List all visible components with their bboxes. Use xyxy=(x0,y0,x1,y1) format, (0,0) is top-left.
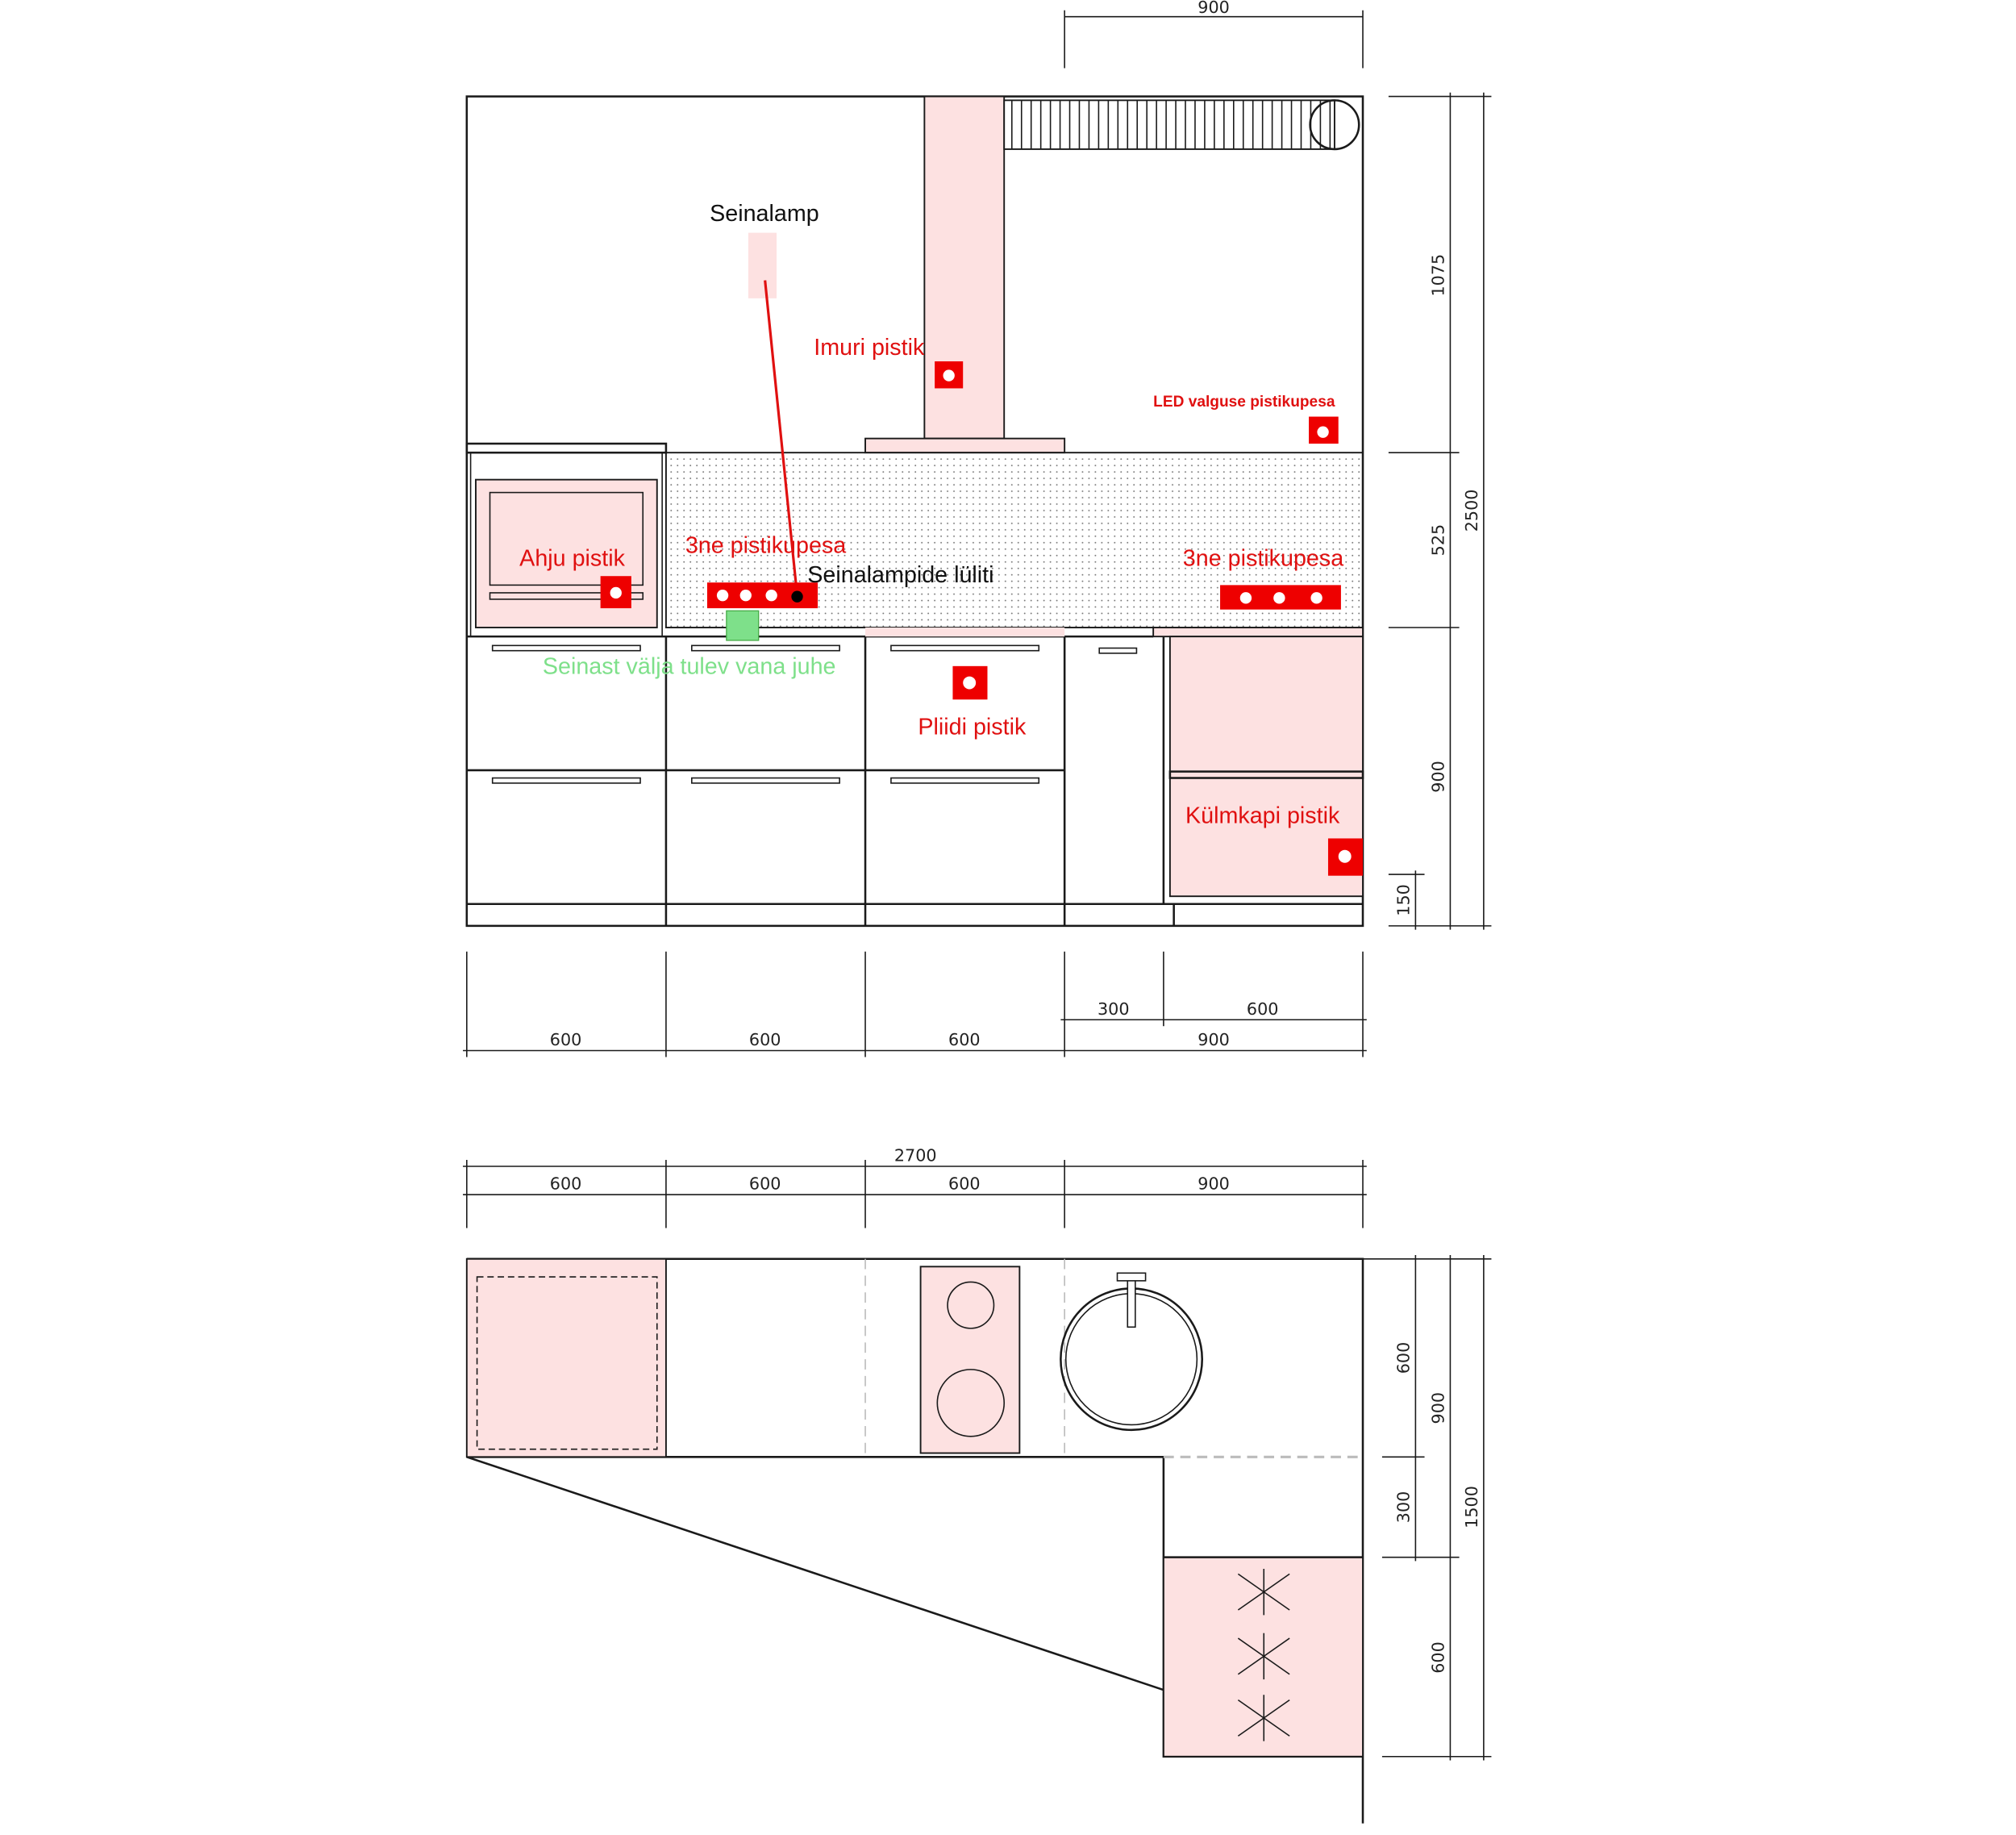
wall-lamp xyxy=(748,232,777,298)
led-socket xyxy=(1309,416,1339,444)
dim-bottom-2: 600 xyxy=(749,1030,781,1049)
plan-dim-2: 600 xyxy=(749,1174,781,1194)
drawer-handles xyxy=(491,644,1138,784)
plan-dim-right-lower: 600 xyxy=(1428,1641,1447,1674)
triple-socket-right-label: 3ne pistikupesa xyxy=(1183,545,1343,571)
lamp-switch-icon xyxy=(791,590,803,603)
dim-right-plinth: 150 xyxy=(1393,884,1413,916)
elevation-dimensions: 900 1075 525 900 2500 150 600 600 600 90… xyxy=(463,0,1492,1057)
triple-socket-left-label: 3ne pistikupesa xyxy=(685,533,846,559)
dim-top: 900 xyxy=(1198,0,1230,17)
led-socket-label: LED valguse pistikupesa xyxy=(1153,394,1335,411)
oven-socket-label: Ahju pistik xyxy=(519,545,625,571)
oven-window xyxy=(489,491,644,586)
plan-fridge xyxy=(1162,1556,1364,1758)
dim-bottom-3: 600 xyxy=(948,1030,981,1049)
plan-dim-3: 600 xyxy=(948,1174,981,1194)
hob xyxy=(919,1266,1021,1454)
lamp-switch-label: Seinalampide lüliti xyxy=(807,562,993,588)
plan-dim-right-total: 1500 xyxy=(1462,1486,1481,1528)
plan-dim-right-total-upper: 900 xyxy=(1428,1392,1447,1424)
dim-right-base: 900 xyxy=(1428,761,1447,793)
dim-bottom-sub-1: 300 xyxy=(1098,999,1130,1019)
duct-outlet xyxy=(1309,99,1360,151)
fridge-socket xyxy=(1327,838,1364,876)
plan-dim-right-gap: 300 xyxy=(1393,1491,1413,1524)
dim-right-total: 2500 xyxy=(1462,490,1481,532)
sink xyxy=(1060,1272,1204,1432)
elevation-view: Seinalamp Imuri pistik LED valguse pisti… xyxy=(465,95,1364,928)
vacuum-socket-label: Imuri pistik xyxy=(814,335,925,361)
duct-hatch xyxy=(1003,99,1335,150)
plan-dim-right-depth: 600 xyxy=(1393,1342,1413,1374)
wall-lamp-label: Seinalamp xyxy=(710,201,819,227)
vacuum-socket xyxy=(935,361,964,389)
stove-socket-label: Pliidi pistik xyxy=(918,714,1027,740)
plan-view: 2700 600 600 600 900 xyxy=(463,1146,1492,1824)
dim-right-upper: 1075 xyxy=(1428,254,1447,297)
triple-socket-right xyxy=(1220,585,1341,610)
dim-bottom-1: 600 xyxy=(550,1030,582,1049)
dim-right-backsplash: 525 xyxy=(1428,524,1447,557)
tall-cabinet-top xyxy=(465,442,668,454)
plan-dim-total: 2700 xyxy=(894,1146,937,1166)
lamp-wire xyxy=(764,280,799,596)
dim-bottom-4: 900 xyxy=(1198,1030,1230,1049)
triple-socket-left xyxy=(706,582,818,609)
plan-dim-4: 900 xyxy=(1198,1174,1230,1194)
plan-tall-cabinet xyxy=(465,1257,667,1458)
old-wire-label: Seinast välja tulev vana juhe xyxy=(543,653,836,679)
fridge-top xyxy=(1152,627,1364,638)
oven-socket xyxy=(600,576,631,609)
plan-dim-1: 600 xyxy=(550,1174,582,1194)
hood-base xyxy=(864,437,1066,454)
fridge-socket-label: Külmkapi pistik xyxy=(1185,803,1340,828)
old-wire-box xyxy=(726,610,760,641)
oven-handle xyxy=(489,592,644,600)
stove-socket xyxy=(952,665,988,700)
dim-bottom-sub-2: 600 xyxy=(1247,999,1279,1019)
